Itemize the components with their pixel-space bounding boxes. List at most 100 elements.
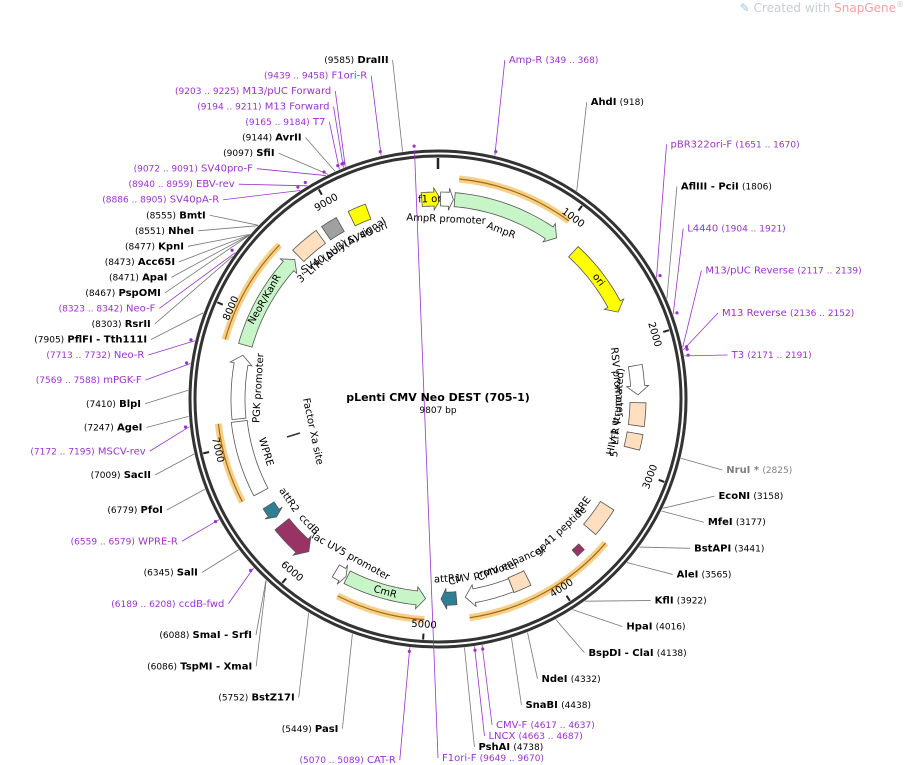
site-coord: (4738) bbox=[513, 743, 543, 753]
site-name: HpaI bbox=[626, 622, 652, 633]
site-l4440: L4440 (1904 .. 1921) bbox=[687, 224, 786, 235]
site-pbr322ori-f: pBR322ori-F (1651 .. 1670) bbox=[671, 139, 800, 150]
leader-pflfi-tth111i bbox=[150, 312, 204, 340]
site-name: BmtI bbox=[179, 210, 206, 221]
primer-mark-l4440 bbox=[675, 311, 679, 315]
site-name: M13 Forward bbox=[265, 102, 330, 113]
site-label-bspdi-clai: BspDI - ClaI (4138) bbox=[588, 648, 686, 659]
site-name: AhdI bbox=[591, 97, 617, 108]
site-coord: (6345) bbox=[144, 569, 174, 579]
site-blpi: (7410) BlpI bbox=[86, 399, 141, 410]
site-label-cat-r: (5070 .. 5089) CAT-R bbox=[300, 755, 396, 765]
primer-mark-m13-forward bbox=[340, 162, 344, 166]
site-name: PshAI bbox=[478, 742, 510, 753]
site-coord: (8555) bbox=[146, 211, 176, 221]
leader-lines bbox=[144, 59, 728, 761]
feature-attr1 bbox=[440, 588, 458, 610]
leader-avrii bbox=[305, 137, 336, 172]
site-label-nhei: (8551) NheI bbox=[135, 226, 194, 237]
site-coord: (8467) bbox=[85, 289, 115, 299]
site-pflfi-tth111i: (7905) PflFI - Tth111I bbox=[34, 334, 147, 345]
leader-alei bbox=[626, 562, 673, 575]
site-name: AleI bbox=[677, 569, 699, 580]
site-label-pasi: (5449) PasI bbox=[282, 724, 339, 735]
site-label-nrui: NruI * (2825) bbox=[726, 465, 792, 476]
site-coord: (4663 .. 4687) bbox=[519, 732, 583, 742]
site-label-alei: AleI (3565) bbox=[677, 569, 732, 580]
site-coord: (6189 .. 6208) bbox=[111, 600, 175, 610]
site-name: Neo-R bbox=[114, 350, 145, 361]
site-rsrii: (8303) RsrII bbox=[92, 319, 151, 330]
backbone-ring bbox=[188, 149, 688, 649]
site-label-pflfi-tth111i: (7905) PflFI - Tth111I bbox=[34, 334, 147, 345]
site-label-sacii: (7009) SacII bbox=[91, 470, 151, 481]
site-name: SfiI bbox=[256, 148, 274, 159]
site-label-acc65i: (8473) Acc65I bbox=[105, 257, 175, 268]
site-kfli: KflI (3922) bbox=[655, 596, 707, 607]
orange-arc-line-0 bbox=[459, 178, 570, 222]
site-name: F1ori-R bbox=[331, 71, 367, 82]
leader-mfei bbox=[661, 510, 704, 523]
site-coord: (8940 .. 8959) bbox=[129, 180, 193, 190]
watermark: ✎ Created with SnapGene® bbox=[739, 0, 904, 15]
primer-mark-t7 bbox=[336, 164, 340, 168]
site-label-bstz17i: (5752) BstZ17I bbox=[218, 693, 294, 704]
leader-pbr322ori-f bbox=[656, 144, 667, 278]
site-coord: (7569 .. 7588) bbox=[36, 376, 100, 386]
leader-nrui bbox=[680, 457, 723, 471]
leader-draiii bbox=[392, 59, 403, 152]
site-name: KpnI bbox=[158, 241, 184, 252]
primer-mark-m13-reverse bbox=[685, 347, 689, 351]
primer-mark-sv40pro-f bbox=[322, 170, 326, 174]
tick-8000 bbox=[216, 301, 224, 306]
tick-label-9000: 9000 bbox=[313, 192, 341, 214]
tick-4000 bbox=[565, 595, 571, 602]
feature-neor-kanr bbox=[238, 258, 298, 348]
site-coord: (8473) bbox=[105, 258, 135, 268]
site-name: T3 bbox=[731, 350, 744, 361]
site-name: M13/pUC Forward bbox=[243, 86, 332, 97]
leader-tspmi-xmai bbox=[255, 580, 267, 667]
leader-wpre-r bbox=[181, 519, 220, 542]
leader-m13-puc-forward bbox=[334, 91, 346, 167]
leader-m13-reverse bbox=[682, 312, 719, 351]
site-coord: (9097) bbox=[223, 149, 253, 159]
site-label-pshai: PshAI (4738) bbox=[478, 742, 543, 753]
site-coord: (8886 .. 8905) bbox=[102, 196, 166, 206]
site-name: PasI bbox=[315, 724, 338, 735]
site-coord: (7905) bbox=[34, 335, 64, 345]
leader-ndei bbox=[527, 632, 538, 679]
leader-neo-r bbox=[148, 340, 195, 356]
leader-sv40pro-f bbox=[256, 168, 326, 176]
watermark-icon: ✎ bbox=[739, 1, 750, 15]
leader-f1ori-r bbox=[370, 75, 382, 156]
site-name: SmaI - SrfI bbox=[193, 630, 252, 641]
leader-hpai bbox=[572, 609, 623, 628]
site-name: F1ori-F bbox=[442, 753, 477, 764]
site-label-sv40pa-r: (8886 .. 8905) SV40pA-R bbox=[102, 195, 219, 206]
site-name: CAT-R bbox=[367, 755, 396, 765]
feature-wpre bbox=[230, 420, 269, 497]
leader-sfii bbox=[278, 152, 329, 175]
leader-pfoi bbox=[166, 488, 206, 511]
feature-ori bbox=[568, 246, 625, 313]
site-label-neo-f: (8323 .. 8342) Neo-F bbox=[59, 303, 156, 314]
tick-1000 bbox=[577, 205, 583, 212]
site-coord: (8471) bbox=[109, 273, 139, 283]
site-name: T7 bbox=[312, 117, 325, 128]
tick-label-2000: 2000 bbox=[645, 321, 663, 349]
site-coord: (8303) bbox=[92, 320, 122, 330]
primer-mark-neo-f bbox=[230, 248, 234, 252]
site-draiii: (9585) DraIII bbox=[324, 55, 388, 66]
site-coord: (9165 .. 9184) bbox=[245, 118, 309, 128]
site-coord: (6088) bbox=[159, 631, 189, 641]
site-label-bstapi: BstAPI (3441) bbox=[694, 543, 764, 554]
site-f1ori-f: F1ori-F (9649 .. 9670) bbox=[442, 753, 544, 764]
orange-arc-line-4 bbox=[224, 244, 281, 340]
site-name: M13 Reverse bbox=[722, 308, 787, 319]
primer-mark-t3 bbox=[686, 353, 690, 357]
site-pfoi: (6779) PfoI bbox=[107, 505, 162, 516]
site-name: AvrII bbox=[275, 133, 301, 144]
feature-3-ltr-u3 bbox=[292, 229, 327, 263]
site-name: TspMI - XmaI bbox=[180, 661, 252, 672]
